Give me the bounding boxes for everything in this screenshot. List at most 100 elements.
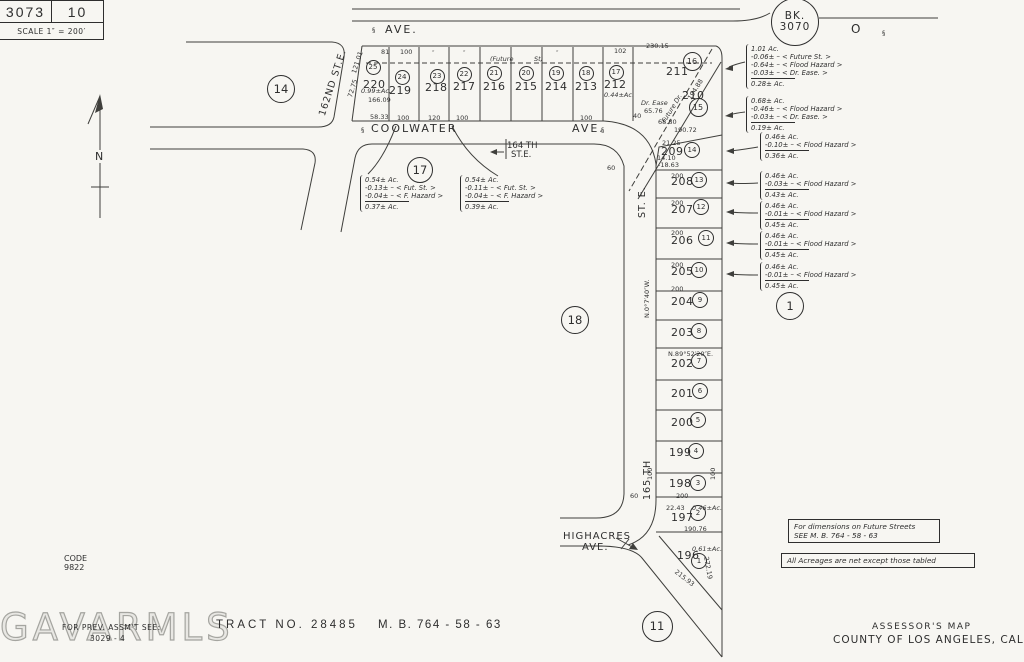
dim-label: 102 xyxy=(614,47,627,55)
lot-parcel-circle-8: 8 xyxy=(691,323,707,339)
acreage-note-line: -0.01± – < Flood Hazard > xyxy=(765,240,857,248)
lot-number-207: 207 xyxy=(671,203,694,216)
acreage-note-line: 1.01 Ac. xyxy=(751,45,779,53)
street-label-ave-o-letter: O xyxy=(851,22,861,36)
dim-label: 58.33 xyxy=(370,113,389,121)
acreage-note-17b: 0.54± Ac.-0.11± – < Fut. St. >-0.04± – <… xyxy=(460,175,543,212)
dim-label: N.89°52′20″E. xyxy=(668,350,714,358)
acreage-note-total: 0.28± Ac. xyxy=(751,78,795,88)
lot-parcel-circle-10: 10 xyxy=(691,262,707,278)
acreage-note-line: -0.46± – < Flood Hazard > xyxy=(751,105,843,113)
acreage-note-line: -0.01± – < Flood Hazard > xyxy=(765,271,857,279)
acreage-note-210: 0.68± Ac.-0.46± – < Flood Hazard >-0.03±… xyxy=(746,96,842,133)
page-number: 10 xyxy=(67,3,88,20)
acreage-note-total: 0.39± Ac. xyxy=(465,201,509,211)
lot-number-211: 211 xyxy=(666,65,689,78)
lot-parcel-circle-14: 14 xyxy=(684,142,700,158)
acreage-note-line: 0.46± Ac. xyxy=(765,232,799,240)
assessors-map-label: ASSESSOR'S MAP xyxy=(872,622,972,632)
note-leader-curves xyxy=(367,125,499,177)
lot-parcel-circle-4: 4 xyxy=(688,443,704,459)
acreage-note-line: -0.01± – < Flood Hazard > xyxy=(765,210,857,218)
dim-label: 200 xyxy=(671,261,684,269)
code-line2: 9822 xyxy=(64,563,85,572)
acreage-note-total: 0.43± Ac. xyxy=(765,189,809,199)
lot-parcel-circle-11: 11 xyxy=(698,230,714,246)
lot-parcel-circle-3: 3 xyxy=(690,475,706,491)
acreage-note-line: -0.03± – < Dr. Ease. > xyxy=(751,113,828,121)
lot-number-204: 204 xyxy=(671,295,694,308)
future-streets-note-line2: SEE M. B. 764 - 58 - 63 xyxy=(794,531,878,540)
dim-label: 0.44±Ac. xyxy=(604,91,635,99)
scale-label: SCALE 1″ = 200′ xyxy=(0,23,104,40)
lot-number-197: 197 xyxy=(671,511,694,524)
book-number: 3073 xyxy=(0,1,52,22)
lot-parcel-circle-21: 21 xyxy=(486,65,502,81)
acreage-note-line: 0.54± Ac. xyxy=(365,176,399,184)
lot-number-201: 201 xyxy=(671,387,694,400)
acreage-note-total: 0.45± Ac. xyxy=(765,249,809,259)
lot-number-202: 202 xyxy=(671,357,694,370)
lot-parcel-circle-17: 17 xyxy=(608,64,624,80)
dim-label: 200 xyxy=(676,492,689,500)
acreage-note-line: -0.03± – < Dr. Ease. > xyxy=(751,69,828,77)
dim-label: 230.15 xyxy=(646,42,669,50)
code-line1: CODE xyxy=(64,554,88,563)
block-marker-1: 1 xyxy=(776,292,804,320)
row-block-outline xyxy=(351,45,723,657)
dim-label: 200 xyxy=(671,285,684,293)
dim-label: 120 xyxy=(428,114,441,122)
acreage-note-line: -0.06± – < Future St. > xyxy=(751,53,831,61)
book-reference-badge: BK. 3070 xyxy=(771,0,819,46)
acreage-note-17a: 0.54± Ac.-0.13± – < Fut. St. >-0.04± – <… xyxy=(360,175,443,212)
dim-label: 21.25 xyxy=(662,139,681,147)
lot-number-206: 206 xyxy=(671,234,694,247)
dim-label: 200 xyxy=(671,229,684,237)
lot-parcel-circle-15: 15 xyxy=(688,97,708,117)
acreage-note-209: 0.46± Ac.-0.10± – < Flood Hazard >0.36± … xyxy=(760,132,856,161)
lot-parcel-circle-2: 2 xyxy=(690,505,706,521)
street-label-164th: 164 TH ST.E. xyxy=(507,142,538,160)
lot-number-220: 220 xyxy=(363,78,386,91)
acreage-note-line: -0.03± – < Flood Hazard > xyxy=(765,180,857,188)
lot-parcel-circle-12: 12 xyxy=(693,199,709,215)
watermark: GAVARMLS xyxy=(0,605,234,649)
lot-number-217: 217 xyxy=(453,80,476,93)
lot-parcel-circle-24: 24 xyxy=(394,69,410,85)
block-marker-17: 17 xyxy=(407,157,433,183)
acreage-note-line: -0.13± – < Fut. St. > xyxy=(365,184,436,192)
tract-number: TRACT NO. 28485 xyxy=(216,619,358,631)
lot-number-212: 212 xyxy=(604,78,627,91)
dim-label: § xyxy=(601,126,605,134)
dim-label: 100 xyxy=(456,114,469,122)
bk-line2: 3070 xyxy=(779,21,811,33)
lot-parcel-circle-25: 25 xyxy=(365,59,381,75)
acreage-note-line: -0.04± – < F. Hazard > xyxy=(465,192,544,200)
dim-label: 22.43 xyxy=(666,504,685,512)
lot-parcel-circle-7: 7 xyxy=(691,353,707,369)
dim-label: 100 xyxy=(397,114,410,122)
dim-label: 0.46±Ac. xyxy=(692,504,723,512)
right-note-leaders xyxy=(725,61,759,277)
dim-label: § xyxy=(361,126,365,134)
lot-number-208: 208 xyxy=(671,175,694,188)
dim-label: St) xyxy=(534,55,544,63)
dim-label: 60 xyxy=(630,492,639,500)
acreage-note-line: -0.11± – < Fut. St. > xyxy=(465,184,536,192)
lot-parcel-circle-6: 6 xyxy=(692,383,708,399)
lot-number-216: 216 xyxy=(483,80,506,93)
lot-number-213: 213 xyxy=(575,80,598,93)
lot-number-209: 209 xyxy=(661,145,684,158)
dim-label: Dr. Ease xyxy=(641,99,668,107)
future-streets-note-line1: For dimensions on Future Streets xyxy=(794,522,916,531)
acreage-note-207: 0.46± Ac.-0.01± – < Flood Hazard >0.45± … xyxy=(760,201,856,230)
lot-number-214: 214 xyxy=(545,80,568,93)
future-streets-note-box: For dimensions on Future Streets SEE M. … xyxy=(788,519,940,543)
dim-label: 100 xyxy=(400,48,413,56)
acreage-note-total: 0.45± Ac. xyxy=(765,280,809,290)
dim-label: 68.80 xyxy=(658,118,677,126)
acreage-note-line: 0.46± Ac. xyxy=(765,202,799,210)
prev-assessment-number: 3029 - 4 xyxy=(90,634,126,643)
code-label: CODE 9822 xyxy=(64,554,87,572)
